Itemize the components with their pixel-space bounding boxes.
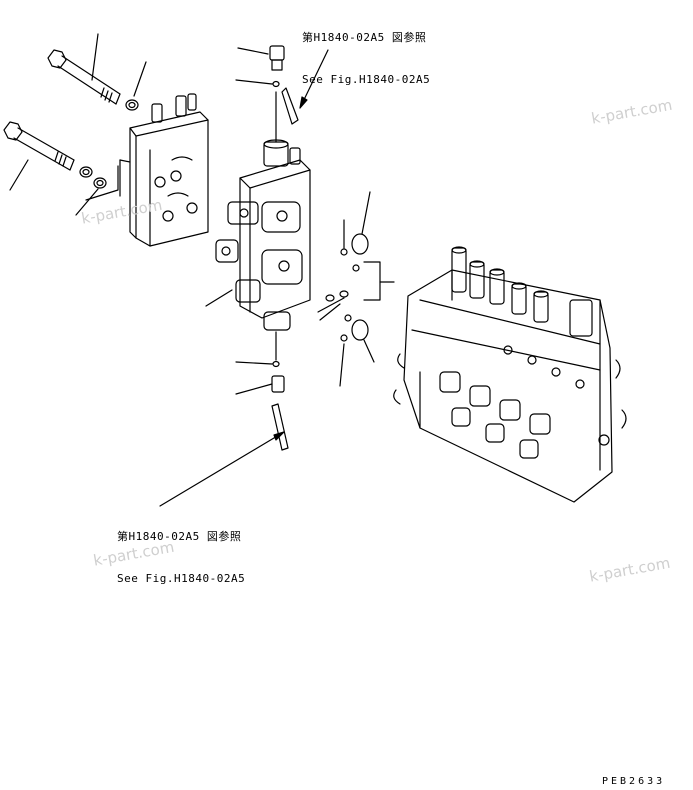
washer-upper [125, 99, 139, 111]
end-valve-section [119, 93, 209, 247]
callout-bottom-en: See Fig.H1840-02A5 [117, 572, 246, 585]
callout-bottom-jp: 第H1840-02A5 図参照 [117, 530, 242, 543]
callout-bottom: 第H1840-02A5 図参照 See Fig.H1840-02A5 [117, 502, 245, 614]
callout-top-en: See Fig.H1840-02A5 [302, 73, 431, 86]
center-valve-section [205, 139, 311, 331]
upper-fitting-stack [235, 45, 299, 143]
long-bolt-lower [3, 121, 75, 191]
lower-fitting-stack [235, 331, 289, 451]
control-valve-assembly [393, 246, 627, 503]
drawing-code: PEB2633 [602, 776, 666, 787]
washer-lower-b [93, 177, 107, 189]
washer-lower-a [79, 166, 93, 178]
callout-top-jp: 第H1840-02A5 図参照 [302, 31, 427, 44]
callout-leader-bottom [159, 431, 285, 507]
callout-top: 第H1840-02A5 図参照 See Fig.H1840-02A5 [302, 3, 430, 115]
o-ring-group [317, 191, 395, 387]
long-bolt-upper [47, 33, 121, 105]
